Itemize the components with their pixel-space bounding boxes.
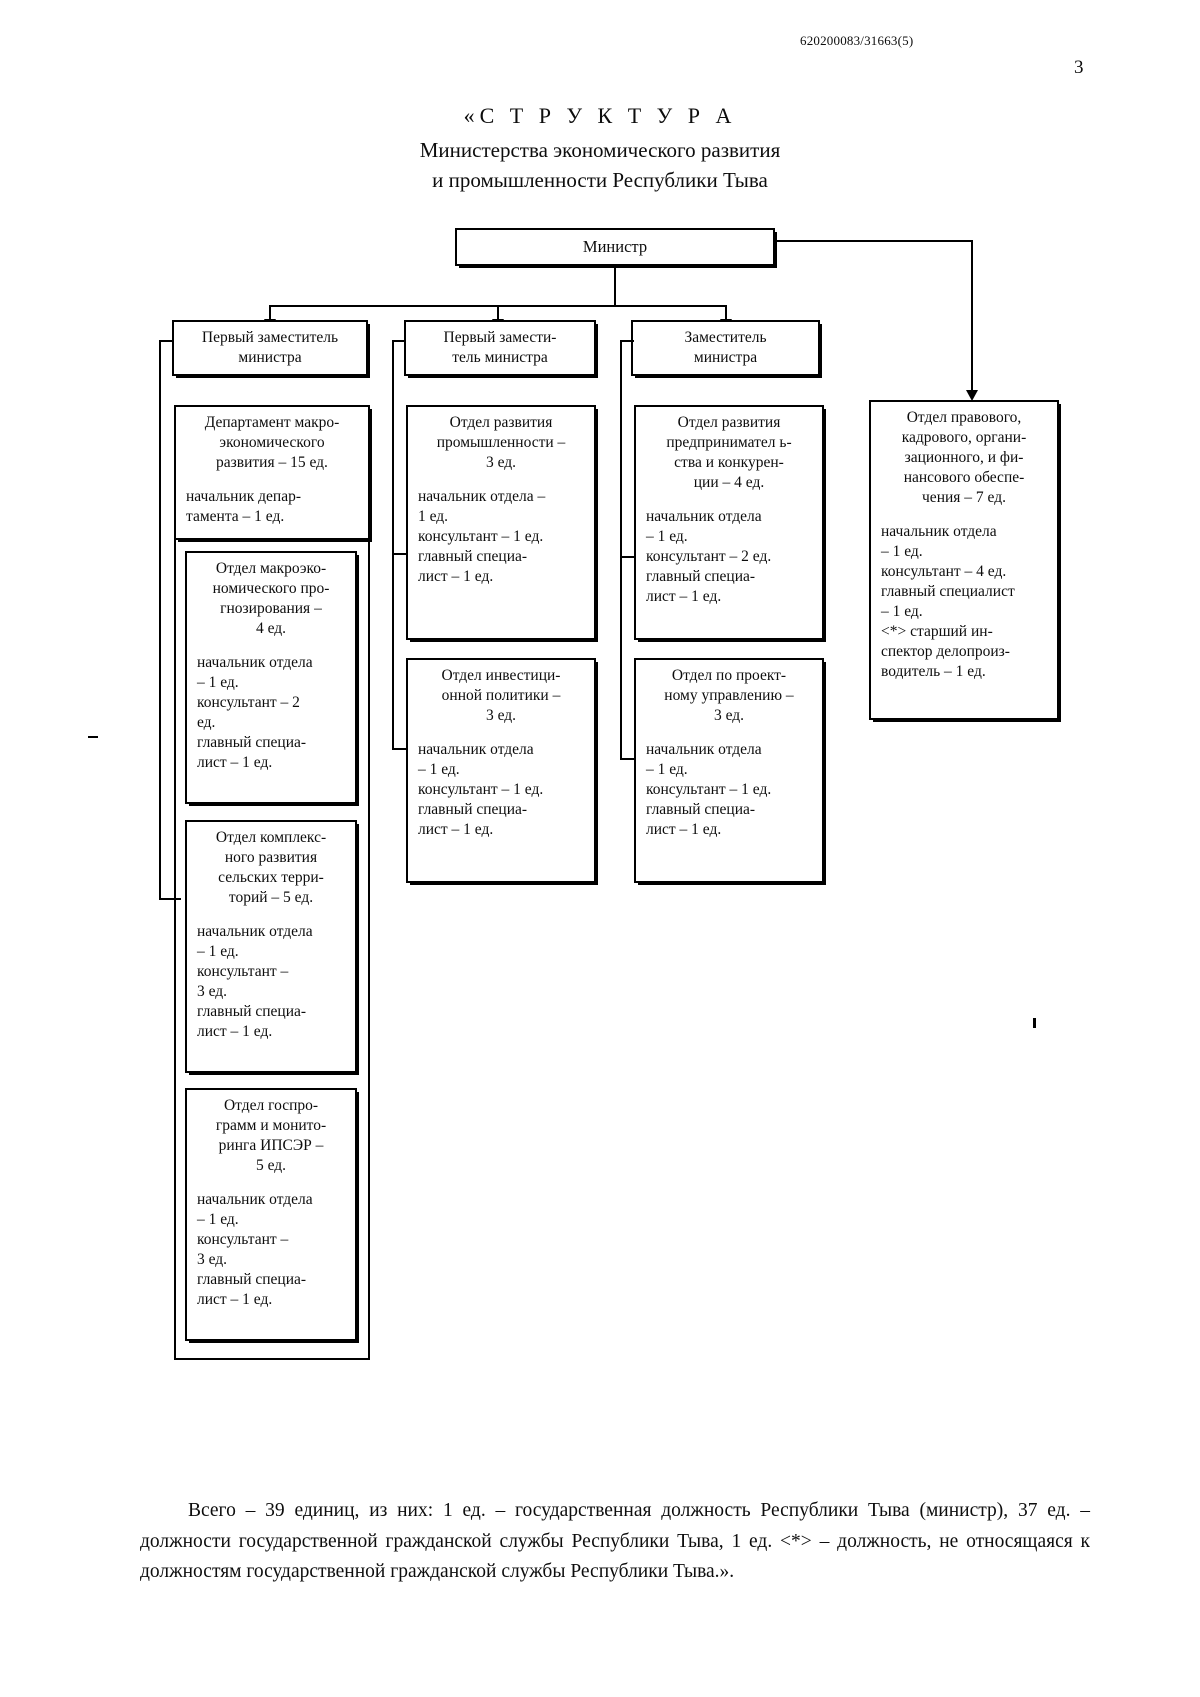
node-dept-legal-hr-finance-body: начальник отдела – 1 ед. консультант – 4… [881,523,1015,680]
node-minister-label: Министр [582,237,648,256]
scan-artifact-tick-right [1033,1018,1036,1028]
node-dept-investment-policy: Отдел инвестици- онной политики – 3 ед. … [406,658,596,883]
node-dept-macroeconomic-forecasting: Отдел макроэко- номического про- гнозиро… [185,551,357,804]
document-code: 620200083/31663(5) [800,33,914,48]
scan-artifact-tick-left [88,736,98,738]
page-title: «С Т Р У К Т У Р А Министерства экономич… [0,103,1200,195]
node-minister: Министр [455,228,775,266]
title-line-1: «С Т Р У К Т У Р А [463,103,737,128]
node-dept-investment-policy-body: начальник отдела – 1 ед. консультант – 1… [418,741,544,838]
spine-col2-mid [392,553,406,555]
node-dept-project-management-header: Отдел по проект- ному управлению – 3 ед. [664,667,794,724]
node-first-deputy-2-label: Первый замести- тель министра [443,329,557,366]
title-line-2: Министерства экономического развития [419,138,781,162]
node-deputy-3: Заместитель министра [631,320,820,376]
node-dept-investment-policy-header: Отдел инвестици- онной политики – 3 ед. [441,667,561,724]
connector-deputy1-drop [269,305,271,321]
connector-root-down [614,266,616,306]
spine-col1 [159,340,161,900]
node-dept-industry-development-body: начальник отдела – 1 ед. консультант – 1… [418,488,546,585]
node-dept-state-programs: Отдел госпро- грамм и монито- ринга ИПСЭ… [185,1088,357,1341]
node-dept-macroeconomic-development-header: Департамент макро- экономического развит… [204,414,340,471]
connector-deputy3-drop [725,305,727,321]
spine-col2 [392,340,394,750]
node-dept-project-management: Отдел по проект- ному управлению – 3 ед.… [634,658,824,883]
spine-col3-top [620,340,634,342]
node-deputy-3-label: Заместитель министра [684,329,767,366]
node-dept-project-management-body: начальник отдела – 1 ед. консультант – 1… [646,741,772,838]
col1-outer-bottom [174,1358,370,1360]
node-dept-state-programs-header: Отдел госпро- грамм и монито- ринга ИПСЭ… [215,1097,327,1174]
node-dept-industry-development-header: Отдел развития промышленности – 3 ед. [436,414,566,471]
node-dept-legal-hr-finance: Отдел правового, кадрового, органи- заци… [869,400,1059,720]
arrow-to-legal-dept [966,390,978,401]
col1-outer-left [174,540,176,1360]
spine-col2-bottom [392,748,410,750]
col1-outer-right [368,540,370,1360]
node-dept-industry-development: Отдел развития промышленности – 3 ед. на… [406,405,596,640]
spine-col3-mid [620,556,634,558]
node-dept-rural-development-header: Отдел комплекс- ного развития сельских т… [215,829,327,906]
node-first-deputy-1: Первый заместитель министра [172,320,368,376]
org-chart: Министр Первый заместитель министра Перв… [88,228,1059,1360]
title-line-3: и промышленности Республики Тыва [432,168,768,192]
spine-col3 [620,340,622,760]
node-dept-macroeconomic-forecasting-body: начальник отдела – 1 ед. консультант – 2… [197,654,313,771]
node-first-deputy-2: Первый замести- тель министра [404,320,596,376]
summary-paragraph: Всего – 39 единиц, из них: 1 ед. – госуд… [140,1500,1090,1582]
node-dept-legal-hr-finance-header: Отдел правового, кадрового, органи- заци… [901,409,1027,506]
connector-root-right-drop [971,240,973,392]
page-number: 3 [1074,57,1084,78]
node-dept-rural-development-body: начальник отдела – 1 ед. консультант – 3… [197,923,313,1040]
spine-col1-top [159,340,174,342]
node-dept-macroeconomic-forecasting-header: Отдел макроэко- номического про- гнозиро… [212,560,330,637]
connector-root-right [775,240,973,242]
node-dept-macroeconomic-development: Департамент макро- экономического развит… [174,405,370,540]
node-dept-macroeconomic-development-body: начальник депар- тамента – 1 ед. [186,488,302,525]
spine-col3-bottom [620,758,638,760]
spine-col1-bottom [159,898,181,900]
node-dept-rural-development: Отдел комплекс- ного развития сельских т… [185,820,357,1073]
connector-deputy2-drop [497,305,499,321]
node-dept-entrepreneurship-body: начальник отдела – 1 ед. консультант – 2… [646,508,772,605]
node-dept-state-programs-body: начальник отдела – 1 ед. консультант – 3… [197,1191,313,1308]
node-dept-entrepreneurship: Отдел развития предпринимател ь- ства и … [634,405,824,640]
spine-col2-top [392,340,406,342]
node-first-deputy-1-label: Первый заместитель министра [201,329,339,366]
node-dept-entrepreneurship-header: Отдел развития предпринимател ь- ства и … [666,414,792,491]
